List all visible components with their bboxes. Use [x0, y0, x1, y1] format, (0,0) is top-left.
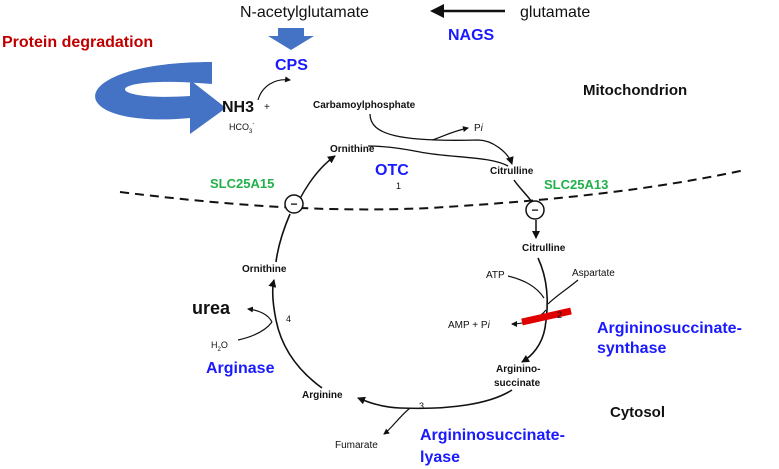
cps-reaction-arrow — [257, 76, 291, 101]
mitochondrion-label: Mitochondrion — [583, 82, 687, 99]
nags-arrowhead — [430, 4, 444, 18]
ass-reaction-arc — [521, 257, 548, 363]
slc25a15-transporter — [284, 194, 304, 214]
argininosuccinate-label-line1: Arginino- — [496, 364, 540, 375]
argininosuccinate-label-line2: succinate — [494, 378, 541, 389]
asl-enzyme-label-line1: Argininosuccinate- — [420, 427, 565, 444]
arginase-reaction-arc — [268, 279, 323, 389]
ornithine-cytosol-to-transporter — [275, 213, 291, 263]
protein-degradation-label: Protein degradation — [2, 34, 153, 51]
n-acetylglutamate-label: N-acetylglutamate — [240, 4, 369, 21]
ass-deficiency-block — [521, 307, 572, 326]
asl-reaction-arc — [357, 389, 513, 410]
cytosol-label: Cytosol — [610, 404, 665, 421]
carbamoylphosphate-label: Carbamoylphosphate — [313, 100, 416, 111]
ass-enzyme-label-line2: synthase — [597, 340, 666, 357]
ornithine-mito-label: Ornithine — [330, 144, 375, 155]
slc25a15-minus: − — [290, 197, 297, 211]
ornithine-to-otc-arc — [367, 145, 421, 153]
nags-enzyme-label: NAGS — [448, 27, 495, 44]
citrulline-mito-label: Citrulline — [490, 166, 534, 177]
h2o-label: H2O — [211, 340, 228, 353]
atp-label: ATP — [486, 270, 505, 281]
mitochondrial-membrane — [119, 169, 746, 211]
arginine-label: Arginine — [302, 390, 343, 401]
step-3-label: 3 — [419, 401, 424, 411]
slc25a13-transporter — [525, 200, 545, 220]
h2o-input-arc — [237, 321, 273, 341]
aspartate-label: Aspartate — [572, 268, 615, 279]
atp-input-arc — [507, 275, 545, 299]
citrulline-cytosol-label: Citrulline — [522, 243, 566, 254]
pi-release-arrow — [431, 126, 469, 141]
nh3-label: NH3 — [222, 99, 254, 116]
step-2-label: 2 — [557, 310, 562, 320]
urea-output-arrow — [247, 306, 273, 323]
carbamoylphosphate-to-citrulline-arrow — [369, 113, 514, 165]
protein-degradation-arrow — [95, 62, 226, 134]
urea-label: urea — [192, 298, 231, 318]
slc25a13-minus: − — [531, 203, 538, 217]
fumarate-label: Fumarate — [335, 440, 378, 451]
aspartate-input-arc — [547, 279, 579, 305]
activation-arrow — [268, 28, 314, 50]
otc-arc-end — [419, 151, 509, 167]
amp-pi-label: AMP + Pi — [448, 320, 491, 331]
cps-enzyme-label: CPS — [275, 57, 308, 74]
asl-enzyme-label-line2: lyase — [420, 449, 460, 466]
hco3-label: HCO3- — [229, 121, 254, 135]
plus-sign: + — [264, 102, 270, 113]
ornithine-cytosol-label: Ornithine — [242, 264, 287, 275]
fumarate-output-arrow — [383, 407, 411, 435]
otc-enzyme-label: OTC — [375, 162, 409, 179]
ass-enzyme-label-line1: Argininosuccinate- — [597, 320, 742, 337]
arginase-enzyme-label: Arginase — [206, 360, 275, 377]
pi-label: Pi — [474, 123, 484, 134]
step-4-label: 4 — [286, 314, 291, 324]
glutamate-label: glutamate — [520, 4, 590, 21]
slc25a15-label: SLC25A15 — [210, 176, 274, 191]
step-1-label: 1 — [396, 181, 401, 191]
slc25a13-label: SLC25A13 — [544, 177, 608, 192]
